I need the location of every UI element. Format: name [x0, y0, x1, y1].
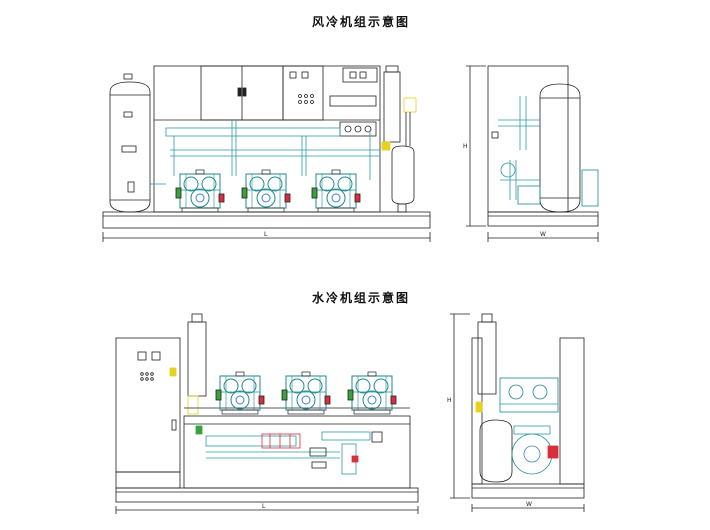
water-side-width-label: W	[526, 501, 532, 508]
water-cooled-front-view	[115, 313, 419, 514]
air-side-width-label: W	[540, 231, 546, 238]
air-cooled-unit-title: 风冷机组示意图	[312, 15, 411, 29]
air-front-length-label: L	[264, 231, 268, 238]
air-side-height-label: H	[463, 143, 468, 150]
water-cooled-side-view	[450, 313, 585, 512]
water-front-length-label: L	[262, 503, 266, 510]
air-cooled-front-view	[102, 65, 431, 242]
air-cooled-side-view	[466, 65, 599, 242]
water-side-height-label: H	[447, 397, 452, 404]
water-cooled-unit-title: 水冷机组示意图	[312, 291, 411, 305]
